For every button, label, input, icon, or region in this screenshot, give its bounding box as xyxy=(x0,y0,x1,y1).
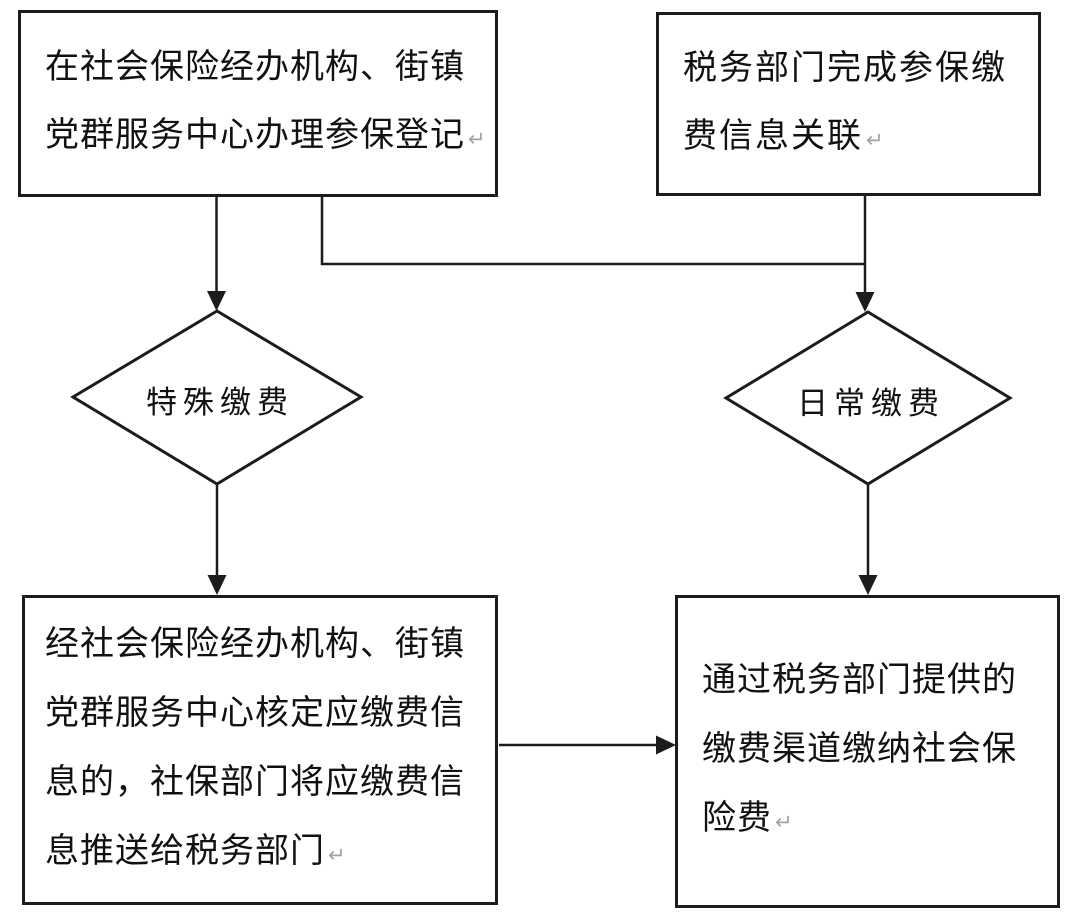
text-line-content: 在社会保险经办机构、街镇 xyxy=(45,48,465,86)
text-line: 息推送给税务部门↵ xyxy=(25,817,495,890)
text-line-content: 息推送给税务部门 xyxy=(45,832,325,870)
text-line-content: 党群服务中心核定应缴费信 xyxy=(45,694,465,732)
text-line: 税务部门完成参保缴 xyxy=(659,34,1038,102)
edge-register-to-daily-elbow xyxy=(320,197,865,266)
text-line-content: 费信息关联 xyxy=(683,116,863,155)
return-mark-icon: ↵ xyxy=(866,128,884,152)
process-box-tax-link: 税务部门完成参保缴 费信息关联↵ xyxy=(656,12,1041,196)
text-line: 党群服务中心核定应缴费信 xyxy=(25,679,495,748)
text-line-content: 税务部门完成参保缴 xyxy=(683,48,1007,87)
arrowhead-special-to-verifypush xyxy=(207,575,227,595)
process-box-register: 在社会保险经办机构、街镇 党群服务中心办理参保登记↵ xyxy=(18,10,498,197)
text-line: 通过税务部门提供的 xyxy=(678,646,1057,715)
text-line-content: 息的，社保部门将应缴费信 xyxy=(45,763,465,801)
arrowhead-verifypush-to-paychannel xyxy=(656,735,676,755)
process-box-pay-channel: 通过税务部门提供的 缴费渠道缴纳社会保 险费↵ xyxy=(675,595,1060,908)
arrowhead-daily-to-paychannel xyxy=(858,575,878,595)
text-line: 党群服务中心办理参保登记↵ xyxy=(21,101,495,174)
decision-label-special-payment: 特殊缴费 xyxy=(146,385,294,420)
arrowhead-taxlink-to-daily xyxy=(855,292,875,312)
text-line: 缴费渠道缴纳社会保 xyxy=(678,715,1057,784)
return-mark-icon: ↵ xyxy=(775,811,793,834)
text-line-content: 经社会保险经办机构、街镇 xyxy=(45,625,465,663)
return-mark-icon: ↵ xyxy=(468,128,486,151)
text-line: 经社会保险经办机构、街镇 xyxy=(25,610,495,679)
text-line: 息的，社保部门将应缴费信 xyxy=(25,748,495,817)
text-line-content: 党群服务中心办理参保登记 xyxy=(45,116,465,154)
text-line: 险费↵ xyxy=(678,784,1057,857)
text-line: 在社会保险经办机构、街镇 xyxy=(21,33,495,101)
text-line: 费信息关联↵ xyxy=(659,102,1038,175)
decision-label-daily-payment: 日常缴费 xyxy=(797,386,945,421)
process-box-verify-push: 经社会保险经办机构、街镇 党群服务中心核定应缴费信 息的，社保部门将应缴费信 息… xyxy=(22,595,498,905)
text-line-content: 缴费渠道缴纳社会保 xyxy=(702,730,1017,768)
return-mark-icon: ↵ xyxy=(328,844,346,867)
text-line-content: 险费 xyxy=(702,799,772,837)
arrowhead-register-to-special xyxy=(207,291,226,311)
text-line-content: 通过税务部门提供的 xyxy=(702,661,1017,699)
